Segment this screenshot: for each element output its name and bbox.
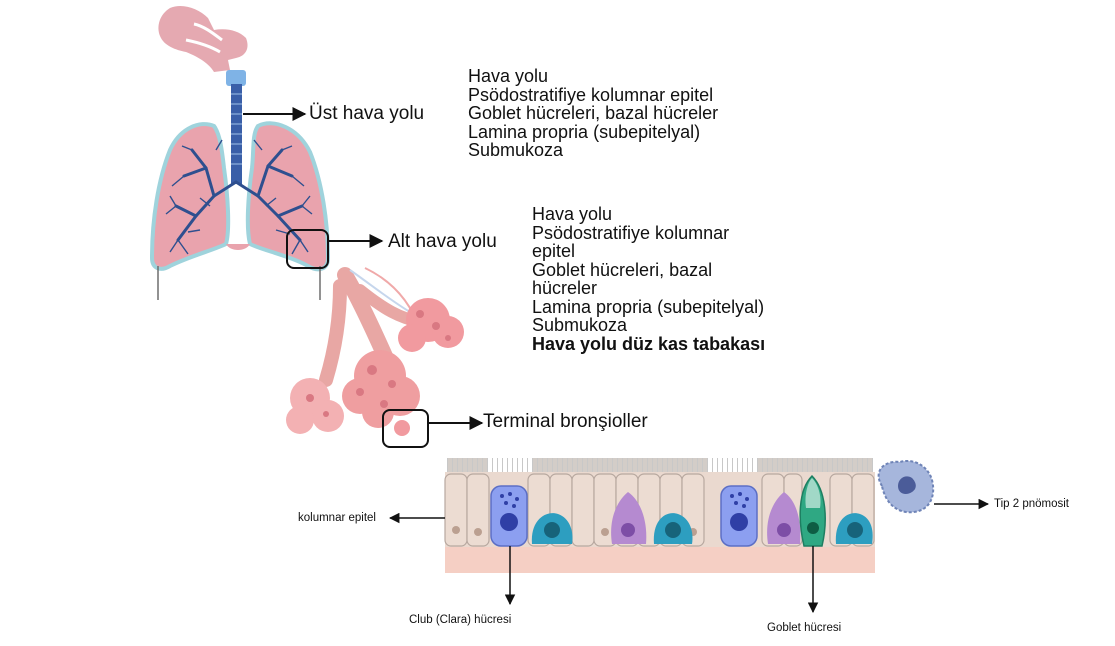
columnar-epithelium-label: kolumnar epitel xyxy=(298,512,376,524)
lower-airway-line: Hava yolu xyxy=(532,205,765,224)
upper-airway-line: Lamina propria (subepitelyal) xyxy=(468,123,718,142)
lower-airway-line: epitel xyxy=(532,242,765,261)
lower-airway-line: hücreler xyxy=(532,279,765,298)
upper-airway-line: Goblet hücreleri, bazal hücreler xyxy=(468,104,718,123)
lungs-illustration xyxy=(152,6,328,300)
lower-airway-label: Alt hava yolu xyxy=(388,232,497,251)
terminal-bronchioles-label: Terminal bronşioller xyxy=(483,412,648,431)
epithelium-illustration xyxy=(445,458,933,573)
lower-airway-line: Psödostratifiye kolumnar xyxy=(532,224,765,243)
upper-airway-description: Hava yolu Psödostratifiye kolumnar epite… xyxy=(468,67,718,160)
goblet-cell-label: Goblet hücresi xyxy=(767,622,841,634)
type2-pneumocyte-cell xyxy=(879,461,934,512)
upper-airway-line: Psödostratifiye kolumnar epitel xyxy=(468,86,718,105)
left-lung xyxy=(152,124,228,269)
lower-airway-line-emphasis: Hava yolu düz kas tabakası xyxy=(532,335,765,354)
club-cell-label: Club (Clara) hücresi xyxy=(409,614,511,626)
upper-airway-label: Üst hava yolu xyxy=(309,104,424,123)
upper-airway-line: Submukoza xyxy=(468,141,718,160)
nasal-cavity xyxy=(158,6,247,72)
lower-airway-line: Goblet hücreleri, bazal xyxy=(532,261,765,280)
upper-airway-line: Hava yolu xyxy=(468,67,718,86)
alveoli-illustration xyxy=(286,268,464,436)
lower-airway-line: Submukoza xyxy=(532,316,765,335)
type2-pneumocyte-label: Tip 2 pnömosit xyxy=(994,498,1069,510)
lower-airway-line: Lamina propria (subepitelyal) xyxy=(532,298,765,317)
lower-airway-description: Hava yolu Psödostratifiye kolumnar epite… xyxy=(532,205,765,353)
